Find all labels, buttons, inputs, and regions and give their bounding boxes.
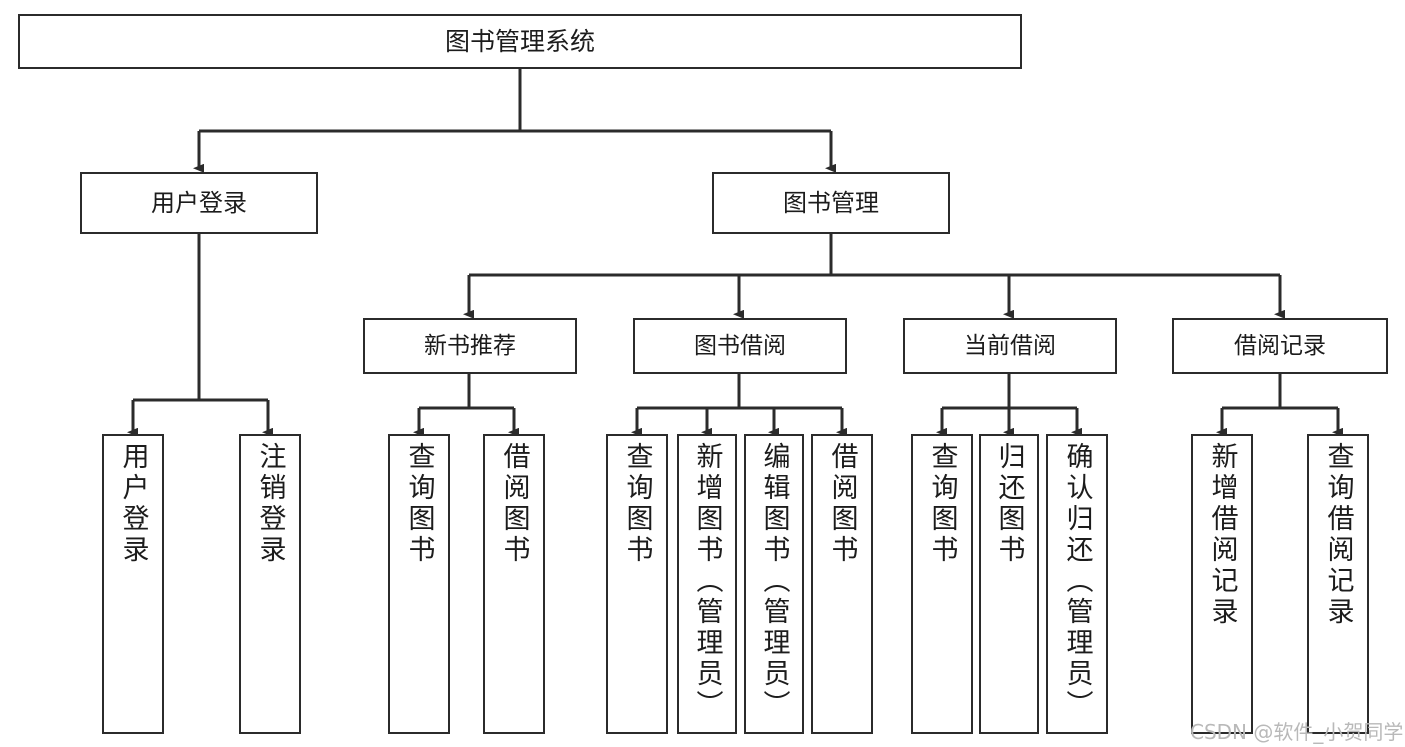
leaf-query-book-1[interactable]: 查询图书: [388, 434, 450, 734]
leaf-add-record[interactable]: 新增借阅记录: [1191, 434, 1253, 734]
node-user-login[interactable]: 用户登录: [80, 172, 318, 234]
leaf-borrow-book-2-label: 借阅图书: [826, 442, 858, 566]
leaf-query-record-label: 查询借阅记录: [1322, 442, 1354, 628]
leaf-query-book-1-label: 查询图书: [403, 442, 435, 566]
leaf-query-book-2-label: 查询图书: [621, 442, 653, 566]
node-book-borrow[interactable]: 图书借阅: [633, 318, 847, 374]
leaf-borrow-book-1[interactable]: 借阅图书: [483, 434, 545, 734]
leaf-query-book-2[interactable]: 查询图书: [606, 434, 668, 734]
leaf-query-book-3-label: 查询图书: [926, 442, 958, 566]
csdn-watermark: CSDN @软件_小贺同学: [1190, 720, 1404, 744]
leaf-confirm-return[interactable]: 确认归还（管理员）: [1046, 434, 1108, 734]
leaf-user-login[interactable]: 用户登录: [102, 434, 164, 734]
node-borrow-record-label: 借阅记录: [1234, 332, 1326, 359]
leaf-add-book[interactable]: 新增图书（管理员）: [677, 434, 737, 734]
leaf-borrow-book-1-label: 借阅图书: [498, 442, 530, 566]
node-current-borrow[interactable]: 当前借阅: [903, 318, 1117, 374]
leaf-return-book[interactable]: 归还图书: [979, 434, 1039, 734]
node-borrow-record[interactable]: 借阅记录: [1172, 318, 1388, 374]
leaf-query-book-3[interactable]: 查询图书: [911, 434, 973, 734]
leaf-edit-book[interactable]: 编辑图书（管理员）: [744, 434, 804, 734]
leaf-user-login-label: 用户登录: [117, 442, 149, 566]
leaf-logout[interactable]: 注销登录: [239, 434, 301, 734]
node-root-label: 图书管理系统: [444, 27, 595, 56]
node-book-borrow-label: 图书借阅: [694, 332, 786, 359]
node-new-book-recommend[interactable]: 新书推荐: [363, 318, 577, 374]
node-current-borrow-label: 当前借阅: [964, 332, 1056, 359]
leaf-query-record[interactable]: 查询借阅记录: [1307, 434, 1369, 734]
node-root[interactable]: 图书管理系统: [18, 14, 1022, 69]
node-book-manage-label: 图书管理: [783, 189, 879, 217]
node-book-manage[interactable]: 图书管理: [712, 172, 950, 234]
leaf-borrow-book-2[interactable]: 借阅图书: [811, 434, 873, 734]
leaf-logout-label: 注销登录: [254, 442, 286, 566]
leaf-return-book-label: 归还图书: [993, 442, 1025, 566]
leaf-edit-book-label: 编辑图书（管理员）: [758, 442, 790, 721]
leaf-add-record-label: 新增借阅记录: [1206, 442, 1238, 628]
node-new-book-recommend-label: 新书推荐: [424, 332, 516, 359]
leaf-confirm-return-label: 确认归还（管理员）: [1061, 442, 1093, 721]
leaf-add-book-label: 新增图书（管理员）: [691, 442, 723, 721]
node-user-login-label: 用户登录: [151, 189, 247, 217]
